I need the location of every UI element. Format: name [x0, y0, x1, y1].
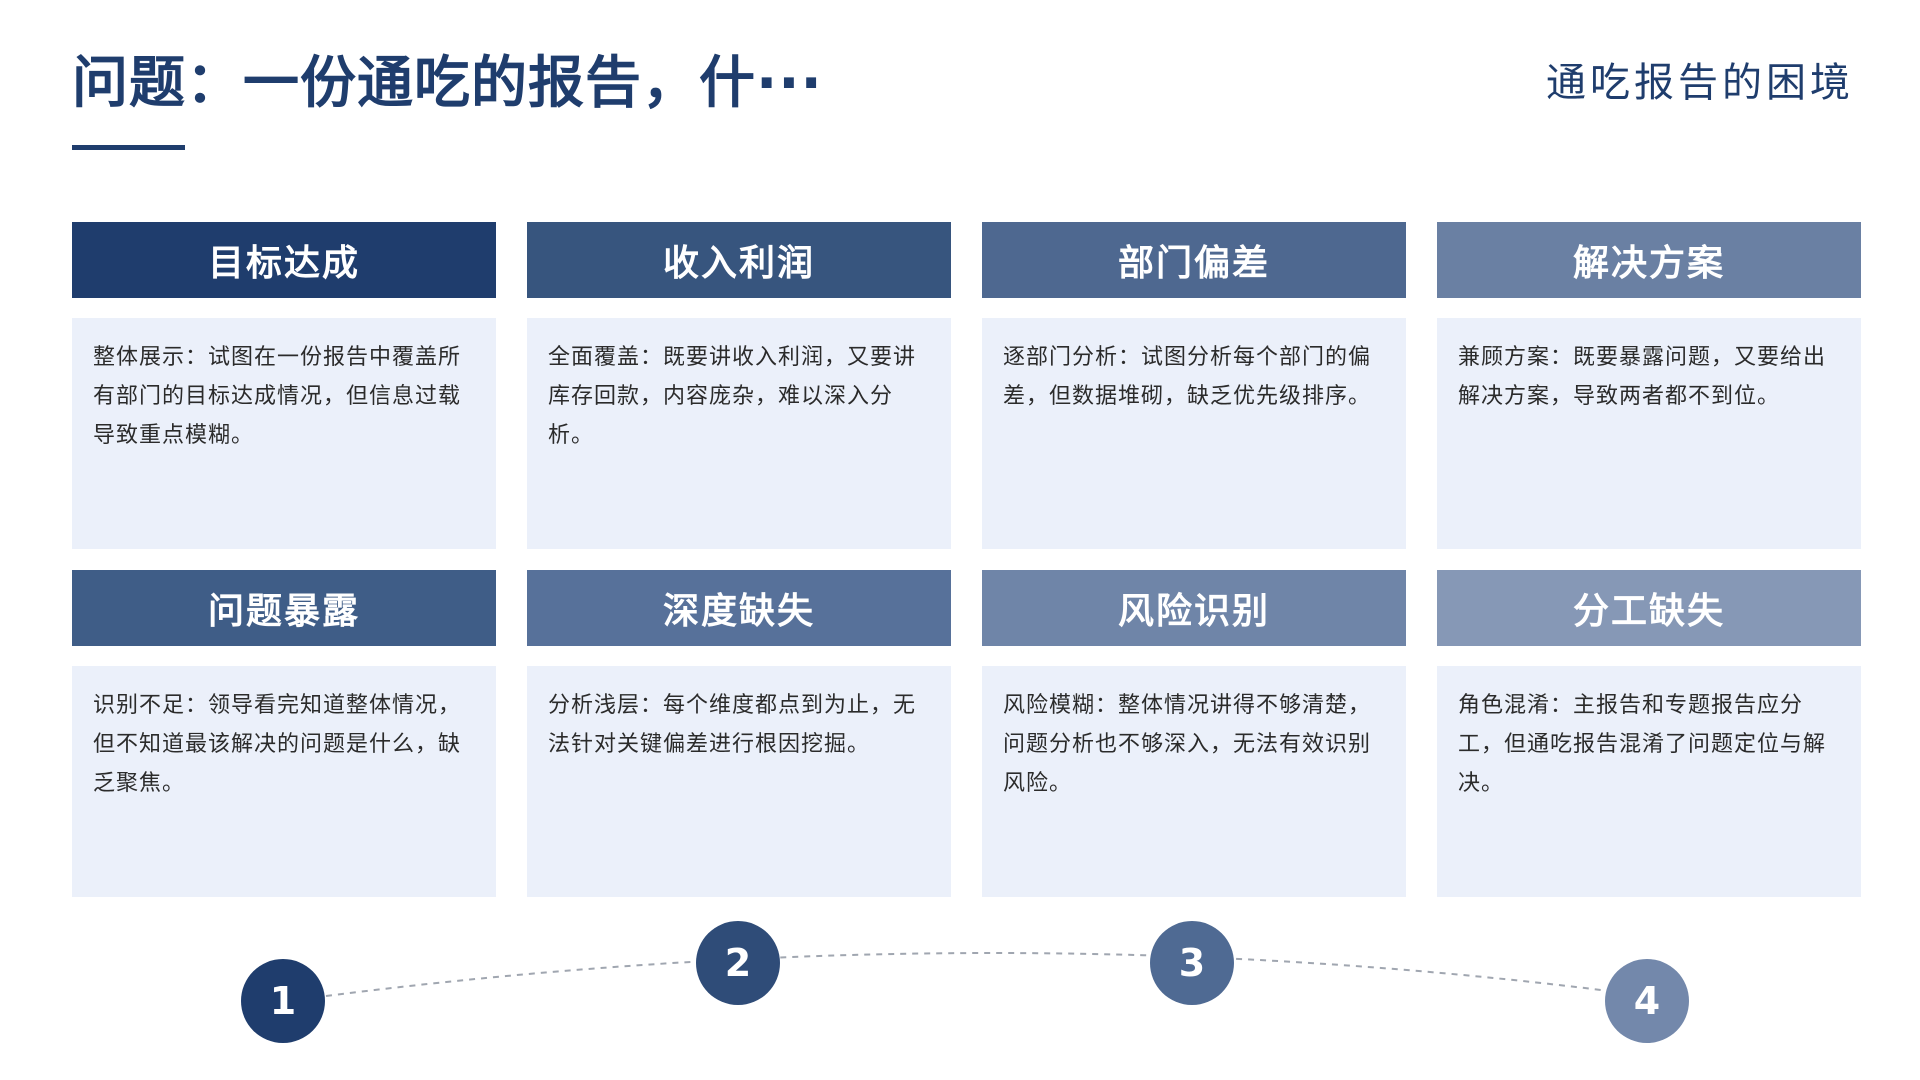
card-title: 风险识别	[982, 570, 1406, 646]
card-body: 分析浅层：每个维度都点到为止，无法针对关键偏差进行根因挖掘。	[527, 666, 951, 897]
card-risk-identification: 风险识别 风险模糊：整体情况讲得不够清楚，问题分析也不够深入，无法有效识别风险。	[982, 570, 1406, 897]
card-title: 目标达成	[72, 222, 496, 298]
step-number: 2	[724, 941, 752, 985]
card-title: 分工缺失	[1437, 570, 1861, 646]
card-body: 角色混淆：主报告和专题报告应分工，但通吃报告混淆了问题定位与解决。	[1437, 666, 1861, 897]
card-revenue-profit: 收入利润 全面覆盖：既要讲收入利润，又要讲库存回款，内容庞杂，难以深入分析。	[527, 222, 951, 549]
card-title: 问题暴露	[72, 570, 496, 646]
card-body: 整体展示：试图在一份报告中覆盖所有部门的目标达成情况，但信息过载导致重点模糊。	[72, 318, 496, 549]
card-solution: 解决方案 兼顾方案：既要暴露问题，又要给出解决方案，导致两者都不到位。	[1437, 222, 1861, 549]
card-title: 深度缺失	[527, 570, 951, 646]
step-2-marker: 2	[696, 921, 780, 1005]
step-1-marker: 1	[241, 959, 325, 1043]
step-number: 4	[1633, 979, 1661, 1023]
card-body: 兼顾方案：既要暴露问题，又要给出解决方案，导致两者都不到位。	[1437, 318, 1861, 549]
card-title: 部门偏差	[982, 222, 1406, 298]
card-depth-missing: 深度缺失 分析浅层：每个维度都点到为止，无法针对关键偏差进行根因挖掘。	[527, 570, 951, 897]
card-title: 收入利润	[527, 222, 951, 298]
step-number: 3	[1178, 941, 1206, 985]
cards-grid: 目标达成 整体展示：试图在一份报告中覆盖所有部门的目标达成情况，但信息过载导致重…	[72, 222, 1861, 897]
page-subtitle: 通吃报告的困境	[1546, 60, 1854, 106]
card-body: 识别不足：领导看完知道整体情况，但不知道最该解决的问题是什么，缺乏聚焦。	[72, 666, 496, 897]
card-problem-exposure: 问题暴露 识别不足：领导看完知道整体情况，但不知道最该解决的问题是什么，缺乏聚焦…	[72, 570, 496, 897]
page-title: 问题：一份通吃的报告，什···	[72, 51, 823, 116]
card-goal-achievement: 目标达成 整体展示：试图在一份报告中覆盖所有部门的目标达成情况，但信息过载导致重…	[72, 222, 496, 549]
card-body: 逐部门分析：试图分析每个部门的偏差，但数据堆砌，缺乏优先级排序。	[982, 318, 1406, 549]
step-3-marker: 3	[1150, 921, 1234, 1005]
title-underline	[72, 145, 185, 150]
card-division-missing: 分工缺失 角色混淆：主报告和专题报告应分工，但通吃报告混淆了问题定位与解决。	[1437, 570, 1861, 897]
card-department-deviation: 部门偏差 逐部门分析：试图分析每个部门的偏差，但数据堆砌，缺乏优先级排序。	[982, 222, 1406, 549]
card-body: 全面覆盖：既要讲收入利润，又要讲库存回款，内容庞杂，难以深入分析。	[527, 318, 951, 549]
step-number: 1	[269, 979, 297, 1023]
step-4-marker: 4	[1605, 959, 1689, 1043]
card-body: 风险模糊：整体情况讲得不够清楚，问题分析也不够深入，无法有效识别风险。	[982, 666, 1406, 897]
card-title: 解决方案	[1437, 222, 1861, 298]
